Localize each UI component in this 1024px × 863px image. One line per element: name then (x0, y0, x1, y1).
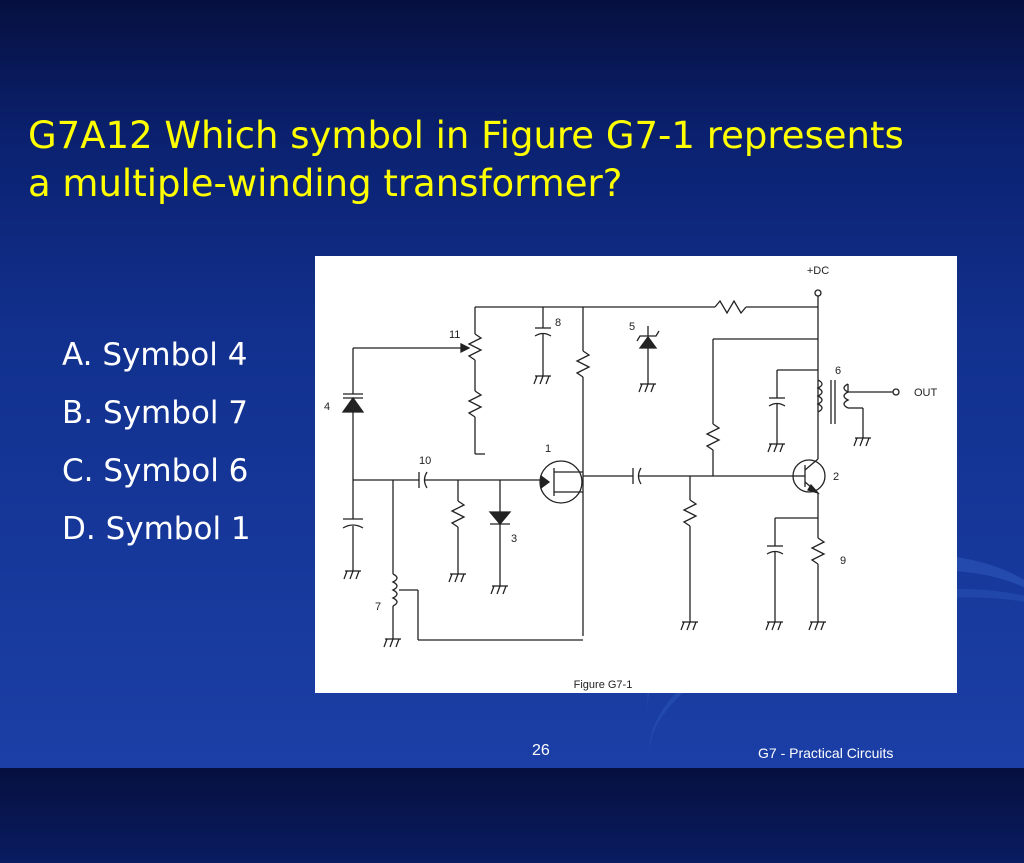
title-line-1: G7A12 Which symbol in Figure G7-1 repres… (28, 114, 904, 157)
symbol-9-emitter-resistor: 9 (765, 517, 846, 631)
answer-a: A. Symbol 4 (62, 337, 248, 373)
slide-title: G7A12 Which symbol in Figure G7-1 repres… (28, 112, 998, 208)
svg-text:9: 9 (840, 555, 846, 567)
svg-text:3: 3 (511, 533, 517, 545)
svg-text:4: 4 (324, 401, 330, 413)
bias-resistor (575, 307, 591, 636)
symbol-2-bjt: 2 (792, 426, 839, 518)
collector-bias (705, 338, 818, 476)
dc-label: +DC (807, 265, 829, 277)
base-resistor (680, 476, 698, 631)
symbol-1-fet: 1 (539, 443, 583, 504)
footer-text: G7 - Practical Circuits (758, 745, 894, 761)
coupling-capacitor (583, 467, 795, 485)
svg-text:11: 11 (449, 329, 460, 341)
signal-line: 10 (353, 455, 540, 489)
circuit-figure: +DC 11 8 5 (315, 256, 957, 693)
dc-supply: +DC (807, 265, 829, 426)
top-rail (475, 299, 818, 315)
svg-text:8: 8 (555, 317, 561, 329)
symbol-3-diode: 3 (488, 480, 517, 595)
symbol-5-zener-diode: 5 (629, 321, 660, 393)
symbol-11-potentiometer: 11 (353, 307, 485, 455)
symbol-4-varactor: 4 (324, 348, 365, 580)
gate-resistor (448, 480, 466, 583)
figure-caption: Figure G7-1 (574, 679, 633, 691)
svg-text:1: 1 (545, 443, 551, 455)
title-line-2: a multiple-winding transformer? (28, 162, 623, 205)
answer-b: B. Symbol 7 (62, 395, 249, 431)
svg-text:7: 7 (375, 601, 381, 613)
svg-text:5: 5 (629, 321, 635, 333)
out-label: OUT (914, 387, 938, 399)
symbol-6-transformer: 6 OUT (767, 365, 938, 453)
symbol-8-capacitor: 8 (533, 307, 561, 385)
answer-list: A. Symbol 4 B. Symbol 7 C. Symbol 6 D. S… (62, 334, 251, 566)
svg-text:10: 10 (419, 455, 431, 467)
answer-d: D. Symbol 1 (62, 511, 251, 547)
answer-c: C. Symbol 6 (62, 453, 249, 489)
svg-text:6: 6 (835, 365, 841, 377)
slide-number: 26 (532, 742, 550, 759)
symbol-7-tapped-coil: 7 (375, 480, 583, 648)
svg-text:2: 2 (833, 471, 839, 483)
